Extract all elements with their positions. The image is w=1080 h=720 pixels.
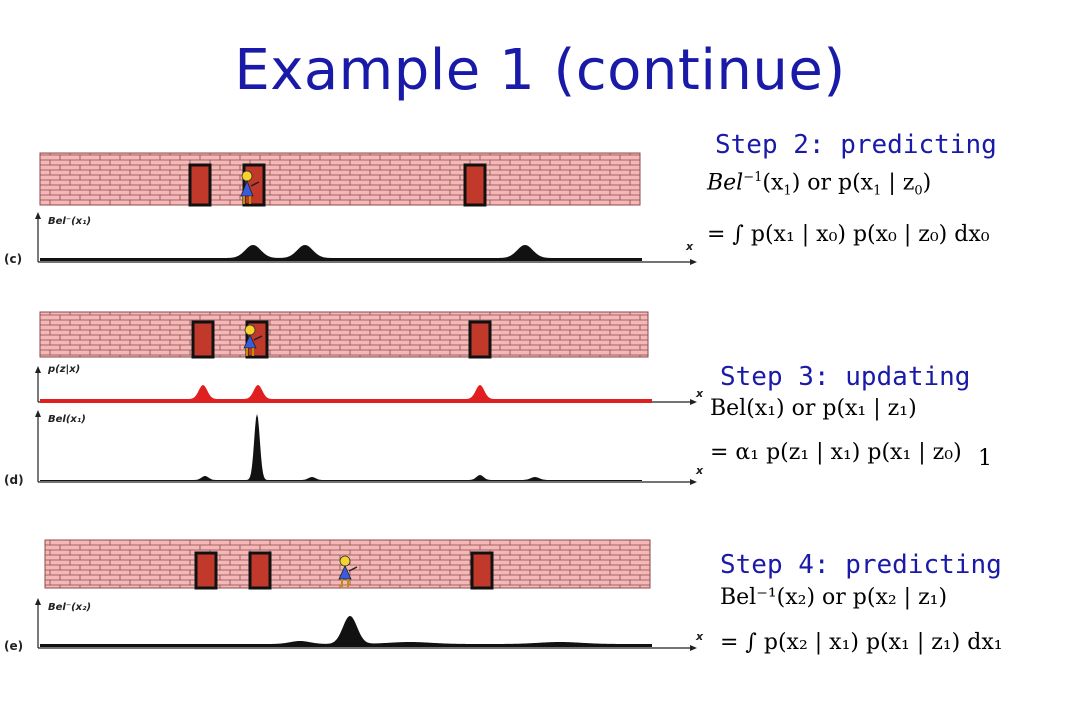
step-2-heading: Step 2: predicting (715, 130, 997, 160)
eq-sub: 0 (914, 183, 923, 199)
measurement-curve (40, 385, 652, 403)
panel-ylabel: Bel(x₁) (48, 414, 86, 425)
step-3-heading: Step 3: updating (720, 362, 971, 392)
robot-icon (240, 170, 260, 204)
step-4-equation-line2: = ∫ p(x₂ | x₁) p(x₁ | z₁) dx₁ (720, 630, 1003, 655)
belief-curve-d (40, 414, 642, 481)
panel-xlabel: x (695, 464, 704, 477)
eq-term: ) or p(x (791, 170, 874, 196)
step-3-equation-line2: = α₁ p(z₁ | x₁) p(x₁ | z₀) (710, 440, 962, 465)
panel-d-measurement (35, 311, 697, 405)
panel-d-belief (35, 410, 697, 485)
belief-curve-c (40, 245, 642, 261)
wall-icon (39, 311, 649, 358)
panel-letter: (e) (4, 639, 23, 653)
panel-xlabel: x (685, 240, 694, 253)
panel-e (35, 539, 697, 651)
robot-icon (243, 324, 263, 356)
door-icon (194, 551, 494, 590)
eq-term: Bel (707, 170, 744, 196)
eq-term: (x (762, 170, 784, 196)
step-2-equation-line1: Bel−1(x1) or p(x1 | z0) (707, 170, 931, 199)
page-title: Example 1 (continue) (234, 38, 846, 103)
panel-xlabel: x (695, 387, 704, 400)
wall-icon (39, 152, 641, 206)
belief-curve-e (40, 615, 652, 647)
panel-xlabel: x (695, 630, 704, 643)
panel-ylabel: Bel⁻(x₁) (48, 216, 91, 227)
eq-sub: 1 (873, 183, 882, 199)
eq-sub: 1 (783, 183, 792, 199)
eq-term: ) (922, 170, 932, 196)
panel-ylabel: p(z|x) (47, 364, 80, 375)
panel-letter: (d) (4, 473, 24, 487)
step-3-equation-line1: Bel(x₁) or p(x₁ | z₁) (710, 396, 917, 421)
robot-icon (338, 555, 358, 587)
step-4-equation-line1: Bel⁻¹(x₂) or p(x₂ | z₁) (720, 585, 948, 610)
eq-sup: −1 (743, 170, 763, 185)
stray-digit: 1 (978, 446, 992, 471)
eq-term: | z (881, 170, 915, 196)
panel-letter: (c) (4, 252, 22, 266)
panel-c (35, 152, 697, 265)
step-4-heading: Step 4: predicting (720, 550, 1002, 580)
panel-ylabel: Bel⁻(x₂) (48, 602, 91, 613)
step-2-equation-line2: = ∫ p(x₁ | x₀) p(x₀ | z₀) dx₀ (707, 222, 990, 247)
